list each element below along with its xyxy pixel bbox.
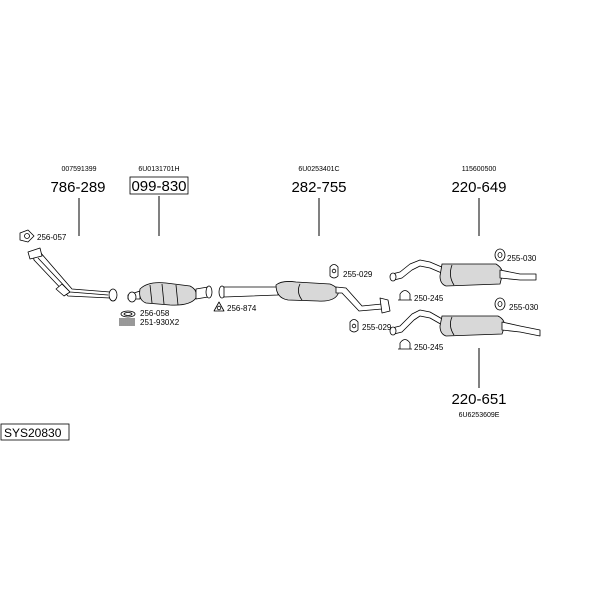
accessory-label: 251-930X2 — [140, 318, 180, 327]
accessory-label: 255-029 — [343, 270, 373, 279]
accessory-label: 255-029 — [362, 323, 392, 332]
highlight-frame — [129, 176, 189, 195]
spring-icon — [119, 318, 135, 326]
gasket-256-057[interactable]: 256-057 — [19, 229, 67, 243]
rubber-hanger-icon — [494, 297, 506, 311]
ring-gasket-icon — [120, 310, 136, 318]
accessory-label: 250-245 — [414, 343, 444, 352]
hanger-255-030-bottom[interactable]: 255-030 — [494, 297, 539, 312]
part-099-830[interactable]: 6U0131701H 099-830 — [129, 166, 189, 236]
part-number: 099-830 — [131, 178, 186, 195]
accessory-label: 256-874 — [227, 304, 257, 313]
gasket-256-874[interactable]: 256-874 — [213, 301, 257, 313]
front-pipe-drawing[interactable] — [27, 247, 118, 302]
part-number: 220-649 — [451, 179, 506, 196]
accessory-label: 256-058 — [140, 309, 170, 318]
middle-silencer-drawing[interactable] — [218, 281, 391, 314]
accessory-label: 255-030 — [507, 254, 537, 263]
accessory-label: 255-030 — [509, 303, 539, 312]
gasket-icon — [19, 229, 35, 243]
clamp-icon — [398, 339, 412, 350]
oem-number: 6U6253609E — [459, 412, 500, 419]
part-number: 220-651 — [451, 391, 506, 408]
spring-251-930X2[interactable]: 251-930X2 — [119, 318, 180, 327]
oem-number: 6U0253401C — [298, 166, 339, 173]
hanger-255-029-bottom[interactable]: 255-029 — [349, 319, 392, 333]
oem-number: 007591399 — [61, 166, 96, 173]
system-code: SYS20830 — [4, 426, 62, 440]
oem-number: 115600500 — [462, 166, 497, 173]
clamp-250-245-bottom[interactable]: 250-245 — [398, 339, 444, 353]
clamp-250-245-top[interactable]: 250-245 — [398, 290, 444, 304]
rubber-hanger-icon — [494, 248, 506, 262]
rear-silencer-220-651-drawing[interactable] — [389, 309, 541, 337]
accessory-label: 256-057 — [37, 233, 67, 242]
hanger-icon — [329, 264, 339, 279]
system-code-badge: SYS20830 — [0, 423, 70, 441]
gasket-256-058[interactable]: 256-058 — [120, 309, 170, 318]
hanger-255-029-top[interactable]: 255-029 — [329, 264, 373, 280]
part-786-289[interactable]: 007591399 786-289 — [50, 166, 106, 236]
part-number: 786-289 — [50, 179, 105, 196]
rear-silencer-220-649-drawing[interactable] — [389, 259, 537, 287]
hanger-icon — [349, 319, 359, 333]
accessory-label: 250-245 — [414, 294, 444, 303]
clamp-icon — [398, 290, 412, 301]
part-number: 282-755 — [291, 179, 346, 196]
catalytic-converter-drawing[interactable] — [127, 282, 213, 306]
part-220-651[interactable]: 220-651 6U6253609E — [451, 348, 507, 419]
part-220-649[interactable]: 115600500 220-649 — [451, 166, 507, 236]
hanger-255-030-top[interactable]: 255-030 — [494, 248, 537, 263]
part-282-755[interactable]: 6U0253401C 282-755 — [291, 166, 347, 236]
oem-number: 6U0131701H — [138, 166, 179, 173]
